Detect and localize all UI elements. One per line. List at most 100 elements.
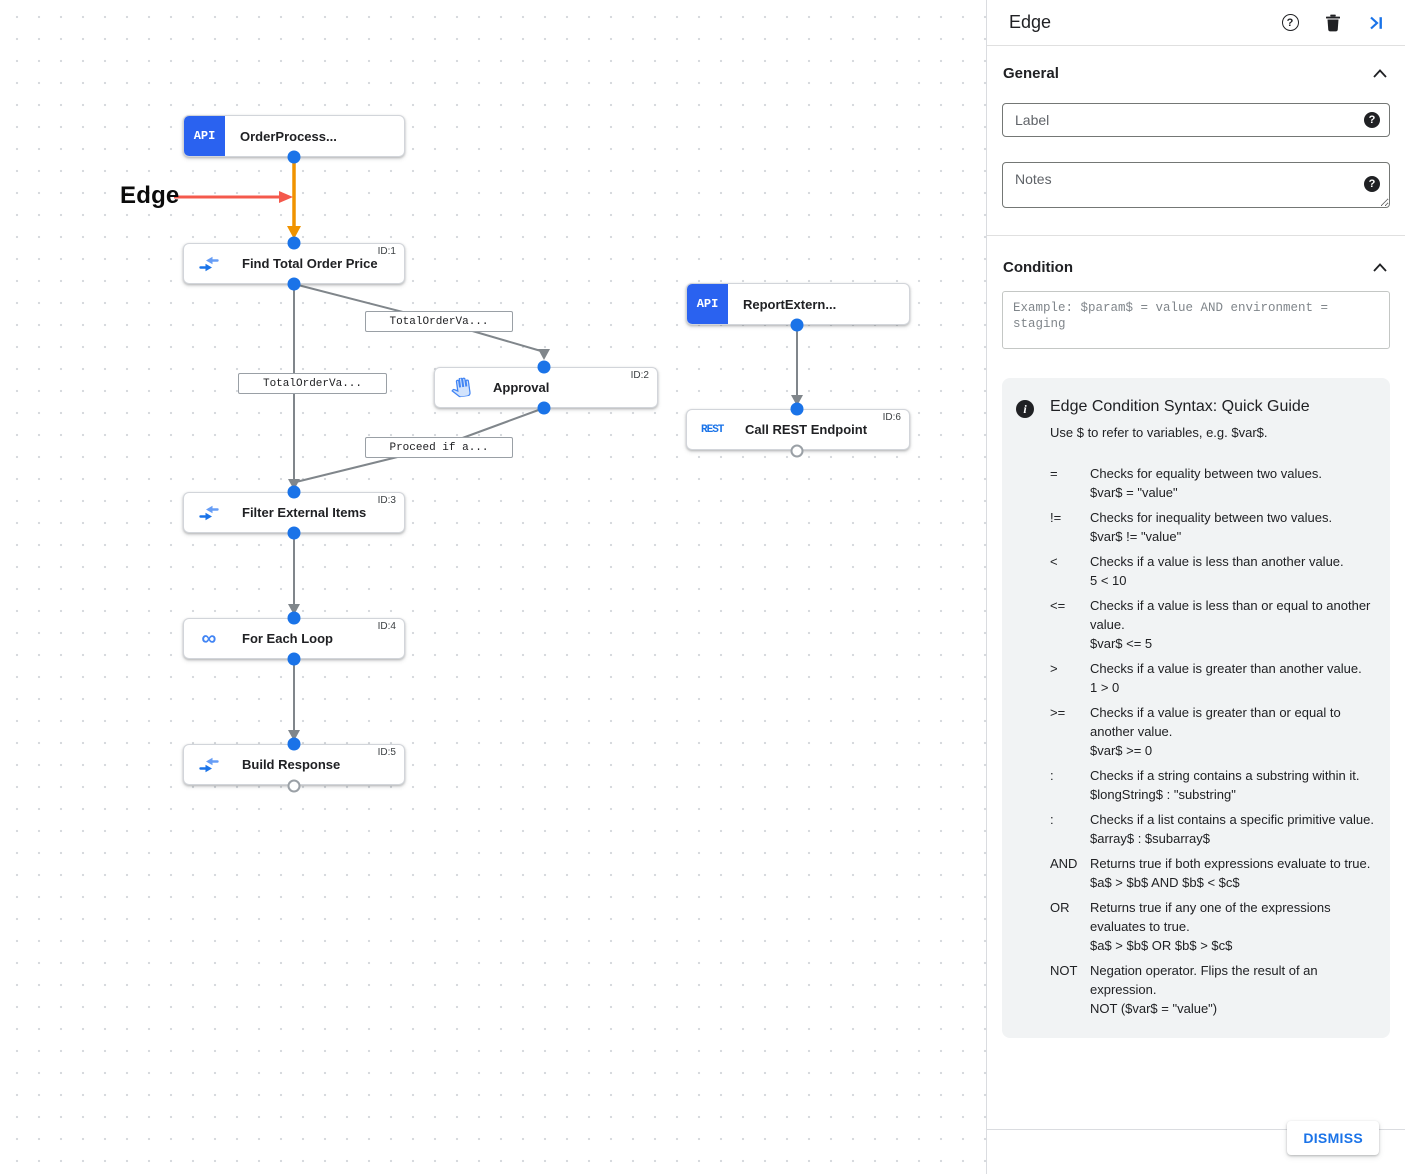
collapse-right-icon (1370, 16, 1382, 29)
guide-example: $array$ : $subarray$ (1090, 831, 1210, 846)
guide-operator: AND (1050, 856, 1078, 871)
condition-collapse-button[interactable] (1371, 258, 1389, 277)
guide-operator: <= (1050, 598, 1066, 613)
loop-icon (198, 628, 220, 650)
guide-rows: = Checks for equality between two values… (1050, 464, 1378, 1018)
node-title: ReportExtern... (743, 296, 837, 312)
node-id-badge: ID:1 (377, 246, 396, 257)
guide-example: $var$ >= 0 (1090, 743, 1153, 758)
guide-description: Returns true if any one of the expressio… (1090, 900, 1331, 934)
connector-filter-in[interactable] (287, 485, 301, 499)
collapse-panel-button[interactable] (1365, 12, 1387, 34)
general-collapse-button[interactable] (1371, 64, 1389, 83)
help-button[interactable] (1279, 12, 1301, 34)
guide-example: 5 < 10 (1090, 573, 1127, 588)
condition-input[interactable] (1002, 291, 1390, 349)
section-divider (987, 235, 1405, 236)
connector-rest-in[interactable] (790, 402, 804, 416)
connector-build-in[interactable] (287, 737, 301, 751)
connector-approval-in[interactable] (537, 360, 551, 374)
connector-approval-out[interactable] (537, 401, 551, 415)
node-title: Find Total Order Price (242, 256, 378, 271)
data-mapping-icon (198, 502, 220, 524)
help-icon (1281, 14, 1299, 31)
notes-input[interactable] (1002, 162, 1390, 208)
guide-description: Checks if a value is greater than or equ… (1090, 705, 1341, 739)
guide-operator: : (1050, 812, 1054, 827)
approval-hand-icon (449, 377, 471, 399)
guide-operator: OR (1050, 900, 1070, 915)
connector-report-trigger-out[interactable] (790, 318, 804, 332)
connector-order-trigger-out[interactable] (287, 150, 301, 164)
node-title: Call REST Endpoint (745, 422, 868, 437)
condition-field-wrapper (1002, 291, 1390, 354)
edge-label-proceed-if-approved[interactable]: Proceed if a... (365, 437, 513, 458)
node-id-badge: ID:2 (630, 370, 649, 381)
edge-annotation-label: Edge (120, 182, 180, 209)
api-trigger-icon: API (184, 116, 225, 156)
node-id-badge: ID:4 (377, 621, 396, 632)
delete-edge-button[interactable] (1322, 12, 1344, 34)
notes-help-icon[interactable] (1364, 176, 1380, 192)
edge-label-total-order-to-approval[interactable]: TotalOrderVa... (365, 311, 513, 332)
guide-row: NOT Negation operator. Flips the result … (1050, 961, 1378, 1018)
connector-find-in[interactable] (287, 236, 301, 250)
guide-row: < Checks if a value is less than another… (1050, 552, 1378, 590)
panel-body: General Condition Edge Conditi (987, 46, 1405, 1129)
node-title: OrderProcess... (240, 128, 337, 144)
guide-description: Checks if a value is less than or equal … (1090, 598, 1371, 632)
node-title: Build Response (242, 757, 341, 772)
condition-syntax-guide: Edge Condition Syntax: Quick Guide Use $… (1002, 378, 1390, 1038)
connector-loop-out[interactable] (287, 652, 301, 666)
guide-example: NOT ($var$ = "value") (1090, 1001, 1218, 1016)
label-input[interactable] (1002, 103, 1390, 137)
node-find-total-order-price[interactable]: ID:1 Find Total Order Price (183, 243, 405, 284)
guide-description: Checks if a list contains a specific pri… (1090, 812, 1374, 827)
guide-example: $a$ > $b$ AND $b$ < $c$ (1090, 875, 1240, 890)
panel-title: Edge (1009, 12, 1052, 32)
guide-operator: : (1050, 768, 1054, 783)
panel-footer: DISMISS (987, 1121, 1405, 1174)
guide-row: <= Checks if a value is less than or equ… (1050, 596, 1378, 653)
guide-row: AND Returns true if both expressions eva… (1050, 854, 1378, 892)
guide-description: Negation operator. Flips the result of a… (1090, 963, 1318, 997)
workflow-canvas[interactable]: API OrderProcess... ID:1 Find Total Orde… (0, 0, 986, 1174)
connector-find-out[interactable] (287, 277, 301, 291)
guide-row: > Checks if a value is greater than anot… (1050, 659, 1378, 697)
node-title: For Each Loop (242, 631, 333, 646)
connector-rest-out-empty[interactable] (790, 444, 804, 458)
connector-loop-in[interactable] (287, 611, 301, 625)
connector-build-out-empty[interactable] (287, 779, 301, 793)
trash-icon (1326, 14, 1340, 31)
guide-row: : Checks if a list contains a specific p… (1050, 810, 1378, 848)
node-filter-external-items[interactable]: ID:3 Filter External Items (183, 492, 405, 533)
info-icon (1016, 400, 1034, 418)
general-section-heading: General (1003, 65, 1059, 82)
connector-filter-out[interactable] (287, 526, 301, 540)
guide-description: Checks if a string contains a substring … (1090, 768, 1360, 783)
guide-row: >= Checks if a value is greater than or … (1050, 703, 1378, 760)
guide-example: 1 > 0 (1090, 680, 1120, 695)
guide-description: Checks if a value is less than another v… (1090, 554, 1344, 569)
data-mapping-icon (198, 754, 220, 776)
guide-example: $a$ > $b$ OR $b$ > $c$ (1090, 938, 1233, 953)
guide-example: $var$ <= 5 (1090, 636, 1153, 651)
chevron-up-icon (1373, 69, 1387, 78)
node-id-badge: ID:6 (882, 412, 901, 423)
guide-operator: != (1050, 510, 1062, 525)
guide-operator: = (1050, 466, 1058, 481)
node-title: Filter External Items (242, 505, 367, 520)
guide-row: = Checks for equality between two values… (1050, 464, 1378, 502)
node-report-trigger[interactable]: API ReportExtern... (686, 283, 910, 325)
node-title: Approval (493, 380, 550, 395)
edge-label-total-order-to-filter[interactable]: TotalOrderVa... (238, 373, 387, 394)
guide-example: $var$ = "value" (1090, 485, 1178, 500)
edges-layer (174, 158, 803, 741)
edge-selected-arrowhead (287, 226, 301, 239)
dismiss-button[interactable]: DISMISS (1287, 1121, 1379, 1155)
guide-operator: < (1050, 554, 1058, 569)
node-order-trigger[interactable]: API OrderProcess... (183, 115, 405, 157)
guide-description: Checks for equality between two values. (1090, 466, 1322, 481)
notes-field-wrapper (1002, 162, 1390, 213)
label-help-icon[interactable] (1364, 112, 1380, 128)
